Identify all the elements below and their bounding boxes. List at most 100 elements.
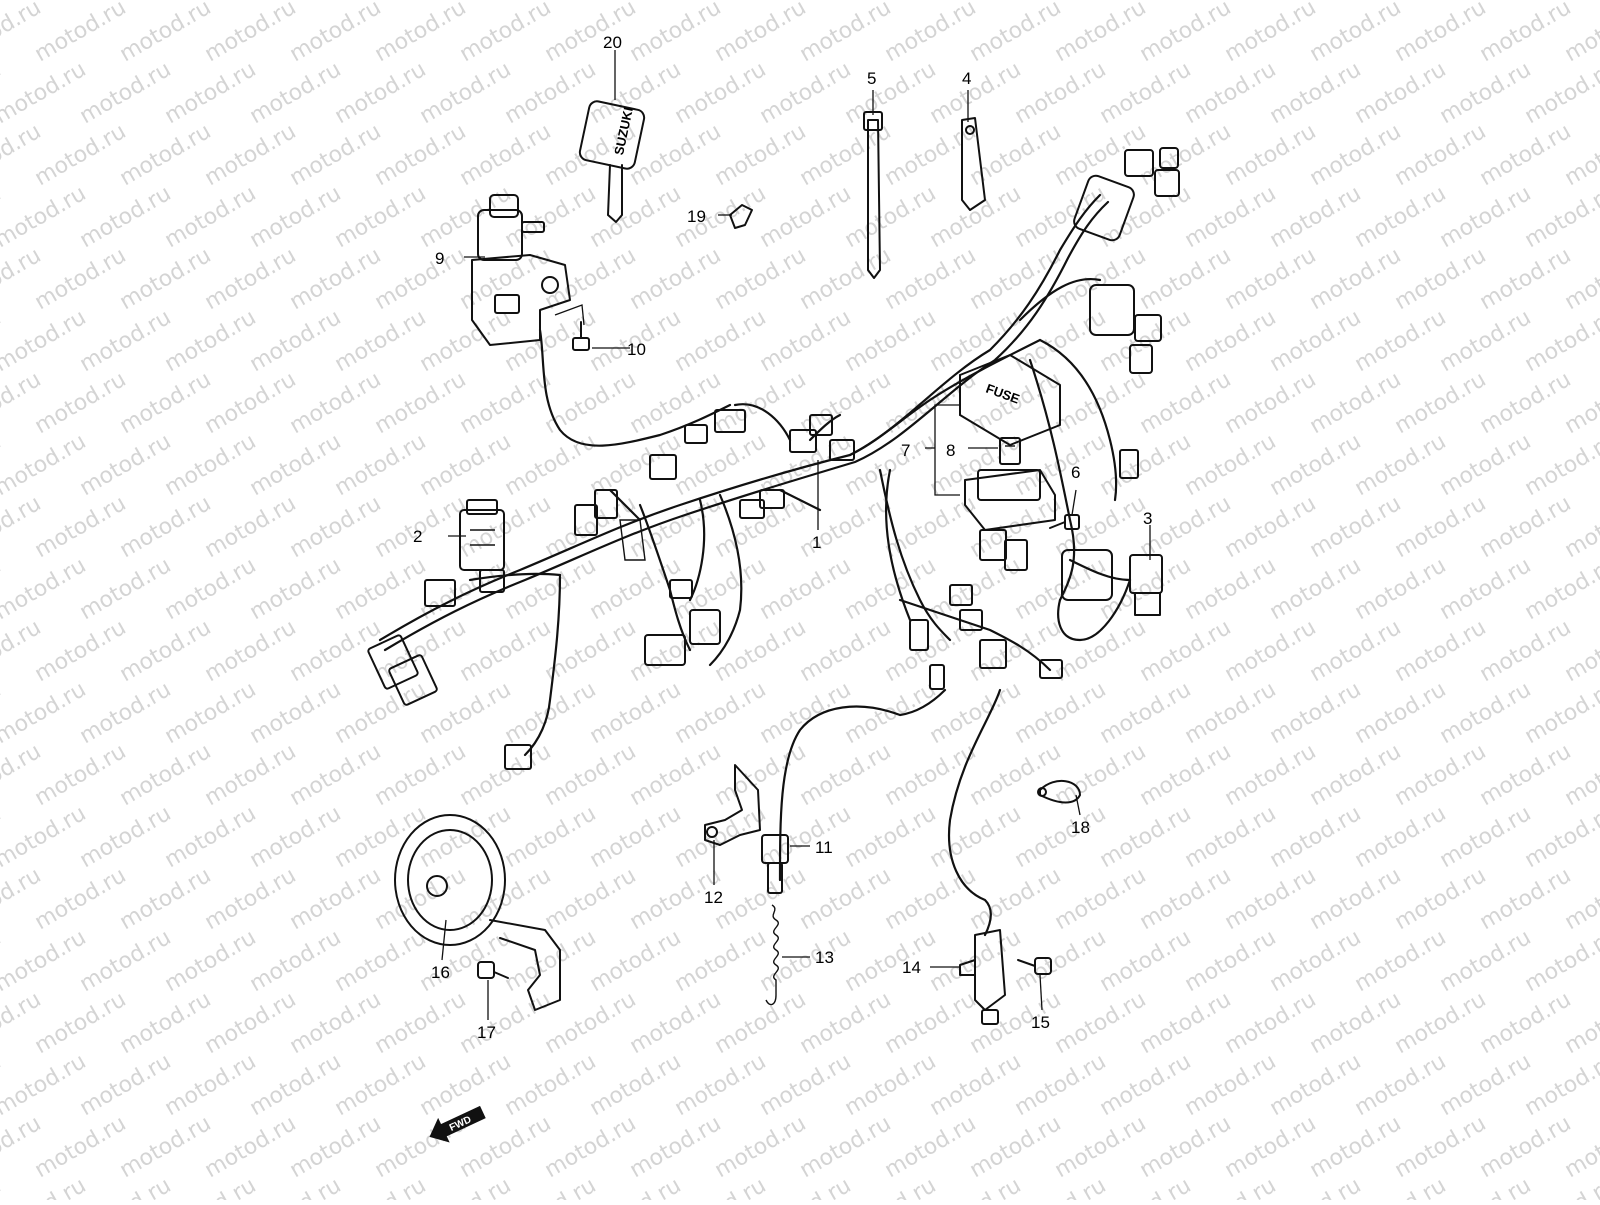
watermark-text: motod.ru	[76, 801, 176, 873]
watermark-text: motod.ru	[1051, 987, 1151, 1059]
watermark-text: motod.ru	[1181, 553, 1281, 625]
watermark-text: motod.ru	[246, 0, 346, 5]
watermark-text: motod.ru	[881, 739, 981, 811]
watermark-text: motod.ru	[541, 0, 641, 67]
watermark-text: motod.ru	[331, 1049, 431, 1121]
watermark-text: motod.ru	[1391, 0, 1491, 67]
watermark-text: motod.ru	[1221, 119, 1321, 191]
watermark-text: motod.ru	[756, 1049, 856, 1121]
watermark-text: motod.ru	[1306, 367, 1406, 439]
watermark-text: motod.ru	[796, 615, 896, 687]
watermark-text: motod.ru	[1521, 305, 1600, 377]
watermark-text: motod.ru	[371, 367, 471, 439]
watermark-text: motod.ru	[1521, 553, 1600, 625]
watermark-text: motod.ru	[0, 553, 90, 625]
watermark-text: motod.ru	[31, 119, 131, 191]
watermark-text: motod.ru	[456, 0, 556, 67]
watermark-text: motod.ru	[1011, 925, 1111, 997]
watermark-text: motod.ru	[1181, 677, 1281, 749]
watermark-text: motod.ru	[286, 119, 386, 191]
watermark-text: motod.ru	[841, 1049, 941, 1121]
watermark-text: motod.ru	[201, 243, 301, 315]
watermark-text: motod.ru	[246, 57, 346, 129]
watermark-text: motod.ru	[76, 1049, 176, 1121]
watermark-text: motod.ru	[456, 615, 556, 687]
watermark-text: motod.ru	[1136, 987, 1236, 1059]
watermark-text: motod.ru	[0, 1049, 90, 1121]
watermark-text: motod.ru	[671, 801, 771, 873]
watermark-text: motod.ru	[201, 0, 301, 67]
watermark-text: motod.ru	[1136, 119, 1236, 191]
watermark-text: motod.ru	[926, 801, 1026, 873]
watermark-text: motod.ru	[1051, 367, 1151, 439]
watermark-text: motod.ru	[501, 429, 601, 501]
watermark-text: motod.ru	[1051, 615, 1151, 687]
watermark-text: motod.ru	[416, 0, 516, 5]
watermark-text: motod.ru	[796, 987, 896, 1059]
watermark-text: motod.ru	[1096, 1049, 1196, 1121]
watermark-text: motod.ru	[76, 925, 176, 997]
callout-2: 2	[413, 527, 422, 546]
watermark-text: motod.ru	[1476, 1111, 1576, 1183]
watermark-text: motod.ru	[1476, 367, 1576, 439]
watermark-text: motod.ru	[116, 615, 216, 687]
watermark-text: motod.ru	[331, 429, 431, 501]
watermark-text: motod.ru	[796, 739, 896, 811]
watermark-text: motod.ru	[1096, 925, 1196, 997]
watermark-text: motod.ru	[0, 305, 90, 377]
watermark-text: motod.ru	[1266, 553, 1366, 625]
watermark-text: motod.ru	[1306, 863, 1406, 935]
watermark-text: motod.ru	[1476, 491, 1576, 563]
watermark-text: motod.ru	[416, 677, 516, 749]
watermark-text: motod.ru	[371, 119, 471, 191]
watermark-text: motod.ru	[1436, 0, 1536, 5]
watermark-text: motod.ru	[1266, 57, 1366, 129]
watermark-text: motod.ru	[31, 243, 131, 315]
watermark-text: motod.ru	[1181, 57, 1281, 129]
watermark-text: motod.ru	[841, 0, 941, 5]
watermark-text: motod.ru	[246, 181, 346, 253]
watermark-text: motod.ru	[711, 615, 811, 687]
watermark-text: motod.ru	[1266, 0, 1366, 5]
watermark-text: motod.ru	[456, 987, 556, 1059]
watermark-text: motod.ru	[161, 801, 261, 873]
watermark-text: motod.ru	[1221, 1111, 1321, 1183]
watermark-text: motod.ru	[1221, 863, 1321, 935]
watermark-text: motod.ru	[541, 739, 641, 811]
watermark-text: motod.ru	[116, 243, 216, 315]
watermark-text: motod.ru	[1476, 243, 1576, 315]
watermark-text: motod.ru	[756, 553, 856, 625]
callout-20: 20	[603, 33, 622, 52]
watermark-text: motod.ru	[1011, 57, 1111, 129]
watermark-text: motod.ru	[246, 305, 346, 377]
watermark-text: motod.ru	[626, 243, 726, 315]
watermark-text: motod.ru	[1306, 1111, 1406, 1183]
watermark-text: motod.ru	[456, 243, 556, 315]
watermark-text: motod.ru	[31, 367, 131, 439]
watermark-text: motod.ru	[841, 553, 941, 625]
watermark-text: motod.ru	[1391, 615, 1491, 687]
watermark-text: motod.ru	[286, 243, 386, 315]
callout-5: 5	[867, 69, 876, 88]
watermark-text: motod.ru	[0, 0, 90, 5]
watermark-text: motod.ru	[881, 987, 981, 1059]
watermark-text: motod.ru	[246, 429, 346, 501]
watermark-text: motod.ru	[926, 1049, 1026, 1121]
watermark-text: motod.ru	[371, 739, 471, 811]
callout-19: 19	[687, 207, 706, 226]
watermark-text: motod.ru	[541, 367, 641, 439]
watermark-text: motod.ru	[1351, 305, 1451, 377]
watermark-text: motod.ru	[1011, 553, 1111, 625]
watermark-text: motod.ru	[0, 1173, 5, 1200]
watermark-text: motod.ru	[1436, 429, 1536, 501]
watermark-text: motod.ru	[201, 739, 301, 811]
watermark-text: motod.ru	[416, 57, 516, 129]
callout-8: 8	[946, 441, 955, 460]
watermark-text: motod.ru	[201, 863, 301, 935]
watermark-text: motod.ru	[201, 119, 301, 191]
watermark-text: motod.ru	[881, 863, 981, 935]
callout-13: 13	[815, 948, 834, 967]
callout-3: 3	[1143, 509, 1152, 528]
watermark-text: motod.ru	[756, 57, 856, 129]
